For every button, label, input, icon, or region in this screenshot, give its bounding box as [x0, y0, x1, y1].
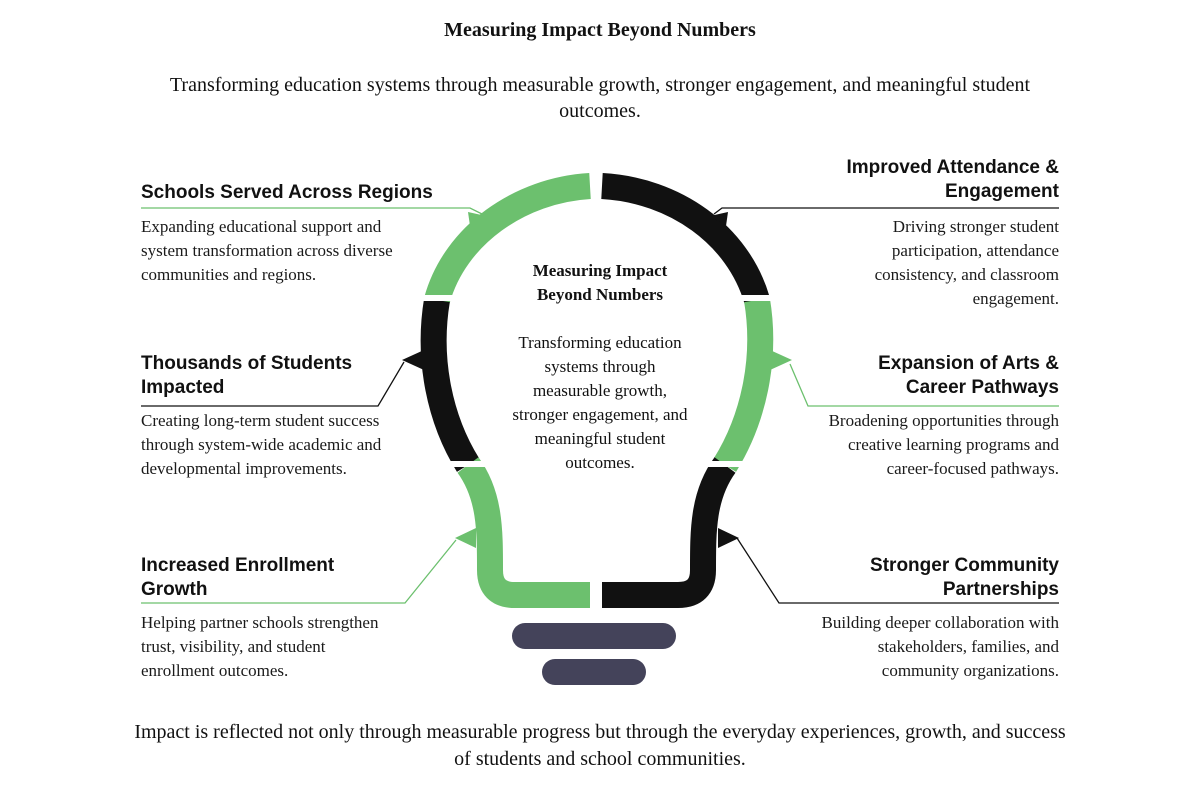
- bulb-segment-top-right: [601, 173, 770, 305]
- item-heading-arts-career: Expansion of Arts & Career Pathways: [878, 353, 1059, 398]
- bulb-segment-bottom-right: [602, 457, 736, 608]
- bulb-segment-top-left: [424, 173, 592, 304]
- item-heading-schools-served: Schools Served Across Regions: [141, 182, 433, 203]
- notch-top-right: [710, 212, 728, 226]
- notch-middle-right: [770, 350, 792, 370]
- item-text-students-impacted: Creating long-term student success throu…: [141, 411, 382, 478]
- connector-lines: [141, 207, 1059, 604]
- bulb-segment-middle-right: [713, 297, 774, 472]
- item-heading-enrollment-growth: Increased Enrollment Growth: [141, 555, 335, 600]
- item-text-enrollment-growth: Helping partner schools strengthen trust…: [141, 613, 379, 680]
- notch-bottom-right: [718, 528, 739, 548]
- segment-separators: [418, 168, 776, 613]
- center-text: Transforming education systems through m…: [512, 333, 688, 472]
- bulb-base-bottom: [542, 659, 646, 685]
- page-title: Measuring Impact Beyond Numbers: [444, 19, 756, 41]
- item-text-community-partnerships: Building deeper collaboration with stake…: [821, 613, 1059, 680]
- item-heading-students-impacted: Thousands of Students Impacted: [141, 353, 353, 398]
- notch-bottom-left: [455, 528, 476, 548]
- item-text-arts-career: Broadening opportunities through creativ…: [828, 411, 1059, 478]
- bulb-base-top: [512, 623, 676, 649]
- bulb-segment-middle-left: [420, 297, 480, 472]
- page-subtitle: Transforming education systems through m…: [169, 74, 1031, 122]
- center-title: Measuring Impact Beyond Numbers: [532, 261, 668, 304]
- item-text-schools-served: Expanding educational support and system…: [141, 217, 393, 284]
- item-heading-attendance-engagement: Improved Attendance & Engagement: [846, 157, 1059, 202]
- item-heading-community-partnerships: Stronger Community Partnerships: [870, 555, 1059, 600]
- notch-middle-left: [402, 350, 424, 370]
- bulb-segment-bottom-left: [457, 457, 590, 608]
- item-text-attendance-engagement: Driving stronger student participation, …: [874, 217, 1059, 308]
- footer-text: Impact is reflected not only through mea…: [134, 721, 1066, 770]
- notch-top-left: [468, 212, 486, 226]
